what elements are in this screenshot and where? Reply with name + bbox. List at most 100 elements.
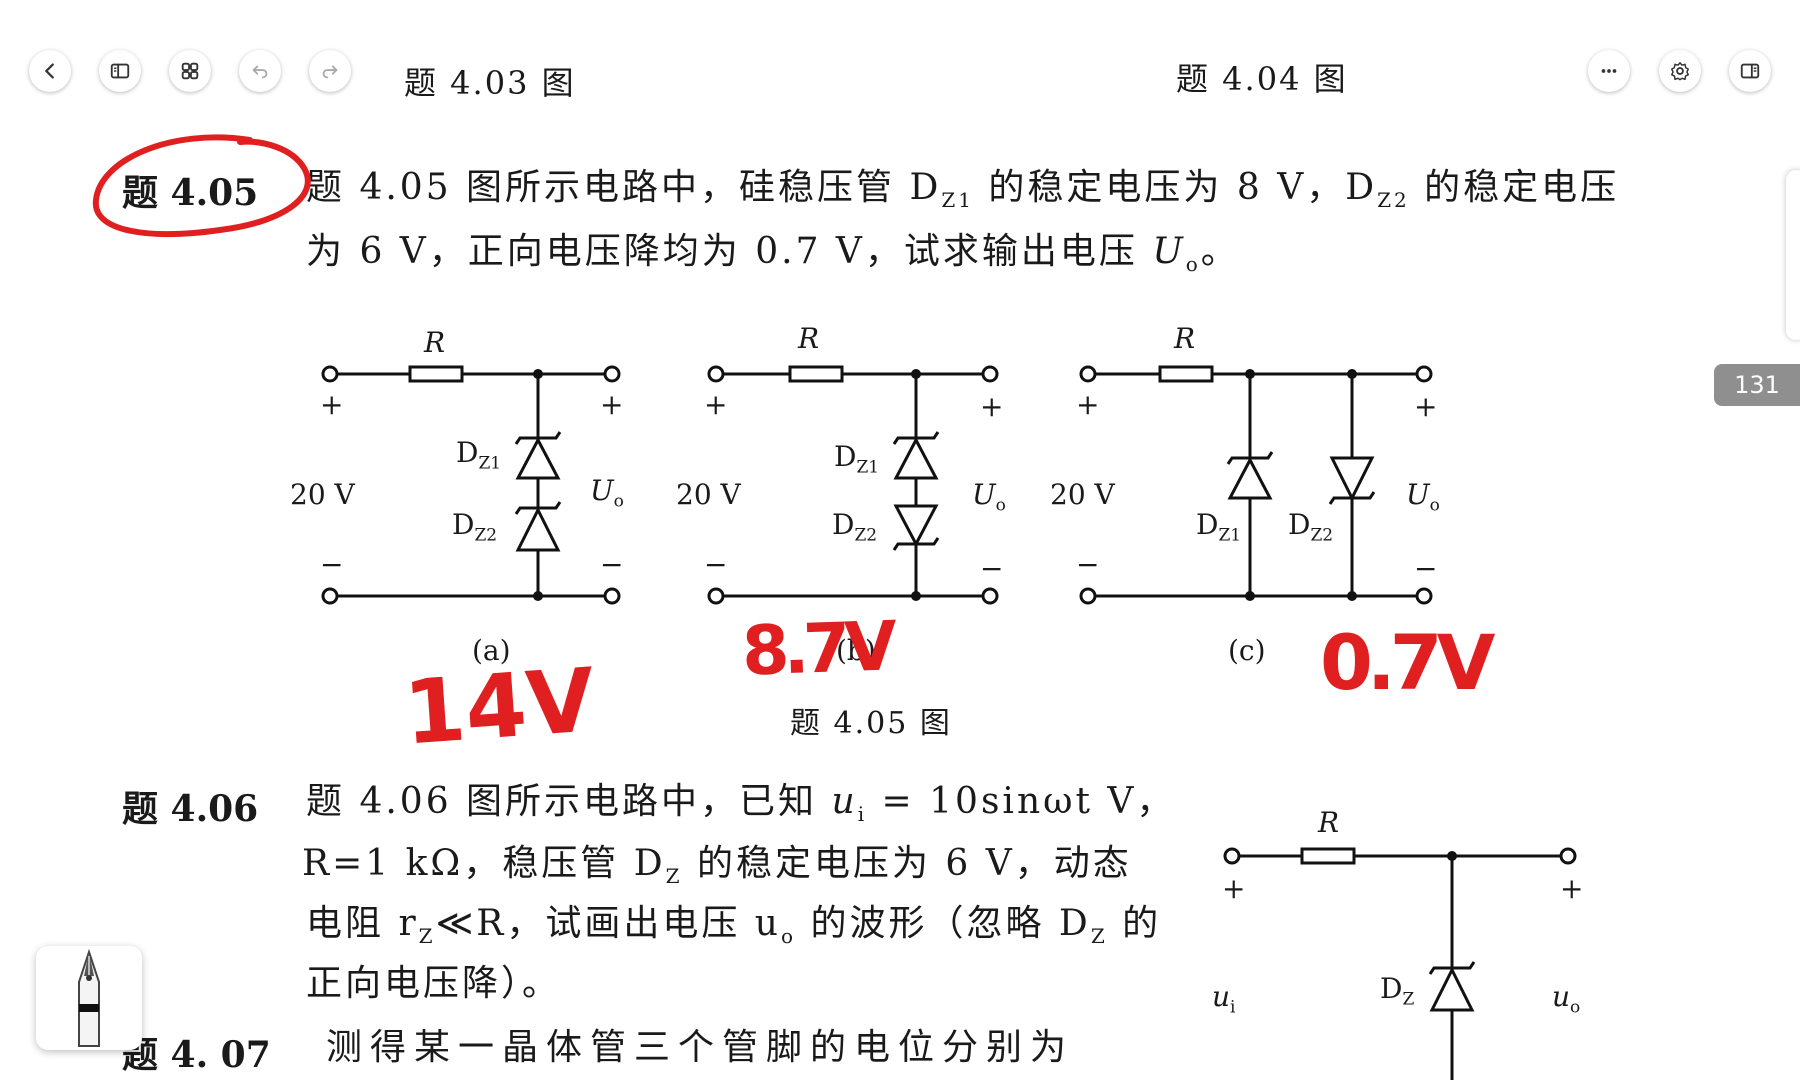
more-button[interactable] [1588,50,1630,92]
problem-405-number: 题 4.05 [122,172,259,214]
label-R-c: R [1174,322,1196,355]
label-uo-a: Uo [590,474,624,512]
u-letter: U [590,474,614,507]
sub-z: Z [1090,924,1108,949]
sub-z1: Z1 [941,188,974,213]
more-icon [1601,69,1617,73]
sub-z: Z [418,924,436,949]
caption-fig-404: 题 4.04 图 [1176,60,1348,98]
panel-button[interactable] [1729,50,1771,92]
back-button[interactable] [29,50,71,92]
label-uo-b: Uo [972,478,1006,516]
circuit-figure-405 [321,365,1433,605]
label-uo-406: uo [1552,980,1580,1018]
label-R-a: R [424,326,446,359]
scrollbar-handle[interactable] [1786,170,1800,340]
settings-button[interactable] [1659,50,1701,92]
label-R-b: R [798,322,820,355]
ink-answer-a: 14V [400,648,598,765]
redo-icon [322,65,338,79]
grid-icon [181,62,199,80]
sub-z: Z [1402,989,1415,1010]
sub-i: i [857,802,868,827]
d-letter: D [452,508,475,541]
d-letter: D [1380,972,1403,1005]
label-plus-406-left: + [1222,872,1246,905]
label-uo-c: Uo [1406,478,1440,516]
problem-405-line1-text: 题 4.05 图所示电路中，硅稳压管 D [306,167,942,208]
sub-z1: Z1 [856,457,880,478]
toc-icon [110,63,130,79]
sub-z2: Z2 [854,525,878,546]
sub-z2: Z2 [1377,188,1410,213]
problem-405-line1: 题 4.05 图所示电路中，硅稳压管 DZ1 的稳定电压为 8 V，DZ2 的稳… [306,158,1619,230]
problem-405-line1-end: 的稳定电压 [1409,167,1620,208]
problem-406-line2: R=1 kΩ，稳压管 DZ 的稳定电压为 6 V，动态 [302,834,1132,906]
ink-answer-b: 8.7V [740,607,893,692]
gear-icon [1671,62,1689,81]
line3-mid: ≪R，试画出电压 u [435,903,781,944]
undo-icon [252,65,268,79]
problem-407-number: 题 4. 07 [122,1034,271,1076]
label-R-406: R [1318,806,1340,839]
line2-text: R=1 kΩ，稳压管 D [302,843,666,884]
d-letter: D [1196,508,1219,541]
line3-mid2: 的波形（忽略 D [796,903,1091,944]
d-letter: D [1288,508,1311,541]
problem-405-line2-end: 。 [1200,231,1240,272]
label-ui-406: ui [1212,980,1235,1018]
line1-text: 题 4.06 图所示电路中，已知 [306,781,832,822]
label-minus-b-right: − [980,552,1004,585]
toc-button[interactable] [99,50,141,92]
label-minus-b-left: − [704,548,728,581]
ink-answer-c: 0.7V [1320,618,1495,707]
sub-z: Z [665,864,683,889]
fountain-pen-icon [78,948,100,1047]
label-source-b: 20 V [676,478,741,511]
pen-tool-button[interactable] [36,946,142,1050]
label-plus-b-right: + [980,390,1004,423]
u-letter: u [1212,980,1231,1013]
line1-end: = 10sinωt V， [867,781,1176,822]
d-letter: D [832,508,855,541]
grid-view-button[interactable] [169,50,211,92]
problem-406-line4: 正向电压降）。 [306,963,562,1004]
figure-caption-405: 题 4.05 图 [790,706,952,741]
problem-406-line1: 题 4.06 图所示电路中，已知 ui = 10sinωt V， [306,772,1175,844]
sub-z1: Z1 [478,453,502,474]
label-minus-c-right: − [1414,552,1438,585]
sub-i: i [1230,997,1236,1018]
label-minus-a-left: − [320,548,344,581]
problem-405-line1-mid: 的稳定电压为 8 V，D [973,167,1378,208]
redo-button[interactable] [309,50,351,92]
problem-406-line3: 电阻 rZ≪R，试画出电压 uo 的波形（忽略 DZ 的 [306,894,1161,966]
u-letter: U [1406,478,1430,511]
label-sub-b: (b) [836,634,876,667]
circuit-figure-406 [1223,847,1577,1080]
label-sub-a: (a) [472,634,511,667]
label-dz2-b: DZ2 [832,508,877,546]
u-letter: U [972,478,996,511]
sub-o: o [781,924,797,949]
sub-z1: Z1 [1218,525,1242,546]
label-minus-c-left: − [1076,548,1100,581]
problem-406-number: 题 4.06 [122,788,259,830]
back-icon [44,63,54,79]
sub-o: o [1185,252,1201,277]
label-dz2-c: DZ2 [1288,508,1333,546]
problem-405-line2: 为 6 V，正向电压降均为 0.7 V，试求输出电压 Uo。 [306,222,1240,294]
symbol-u: u [831,781,858,822]
panel-icon [1740,63,1760,79]
label-dz-406: DZ [1380,972,1414,1010]
label-plus-c-right: + [1414,390,1438,423]
label-plus-b-left: + [704,388,728,421]
line3-text: 电阻 r [306,903,419,944]
undo-button[interactable] [239,50,281,92]
label-plus-a-right: + [600,388,624,421]
page-number-badge: 131 [1714,364,1800,406]
label-dz1-b: DZ1 [834,440,879,478]
u-letter: u [1552,980,1571,1013]
d-letter: D [456,436,479,469]
label-minus-a-right: − [600,548,624,581]
